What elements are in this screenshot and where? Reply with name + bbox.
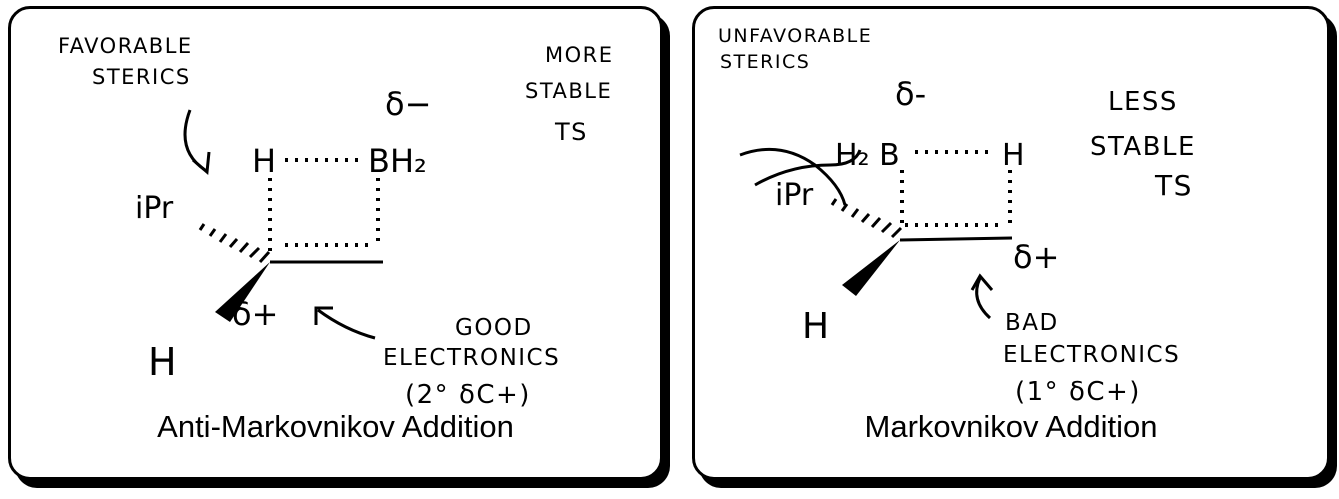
steric-clash-curve-2 (754, 149, 862, 187)
markovnikov-caption: Markovnikov Addition (864, 409, 1158, 444)
bold-wedge-h-right (842, 240, 900, 296)
stable-label: STABLE (525, 79, 612, 103)
h-bottom-atom: H (148, 340, 177, 384)
bad-label: BAD (1005, 310, 1059, 336)
h-top-atom: H (252, 142, 276, 180)
hashed-wedge-ipr-right (830, 198, 903, 239)
sterics-arrowhead (192, 151, 211, 176)
h-bottom-atom-right: H (802, 306, 829, 347)
less-label: LESS (1108, 87, 1178, 117)
bh2-atom: BH₂ (368, 142, 427, 180)
hashed-wedge-ipr (198, 223, 271, 264)
ts-label: TS (554, 118, 588, 146)
electronics-arrow-right (975, 277, 992, 320)
ipr-group: iPr (135, 191, 174, 226)
unfavorable-label: UNFAVORABLE (718, 25, 872, 47)
ipr-group-right: iPr (775, 178, 814, 213)
anti-markovnikov-caption: Anti-Markovnikov Addition (157, 409, 514, 444)
delta-minus-label: δ− (385, 85, 431, 123)
1-carbocation-label: (1° δC+) (1015, 377, 1141, 407)
good-label: GOOD (455, 315, 533, 341)
electronics-arrow (317, 308, 376, 340)
bold-wedge-h (215, 262, 270, 322)
electronics-label: ELECTRONICS (383, 345, 560, 371)
favorable-label: FAVORABLE (58, 34, 193, 58)
electronics-label-right: ELECTRONICS (1003, 342, 1180, 368)
stable-label-right: STABLE (1090, 132, 1196, 162)
delta-minus-label-right: δ- (895, 75, 926, 113)
markovnikov-panel: Markovnikov Addition (692, 6, 1330, 480)
ts-label-right: TS (1154, 169, 1193, 202)
electronics-arrowhead (314, 306, 333, 325)
h2b-atom: H₂ B (835, 138, 900, 173)
2-carbocation-label: (2° δC+) (405, 380, 531, 410)
sterics-label-right: STERICS (720, 51, 810, 73)
c-c-bond-right (899, 236, 1013, 242)
h-top-atom-right: H (1002, 138, 1025, 173)
more-label: MORE (545, 43, 614, 67)
delta-plus-label-right: δ+ (1013, 238, 1059, 276)
electronics-arrowhead-right (970, 273, 994, 291)
sterics-label: STERICS (92, 65, 191, 89)
